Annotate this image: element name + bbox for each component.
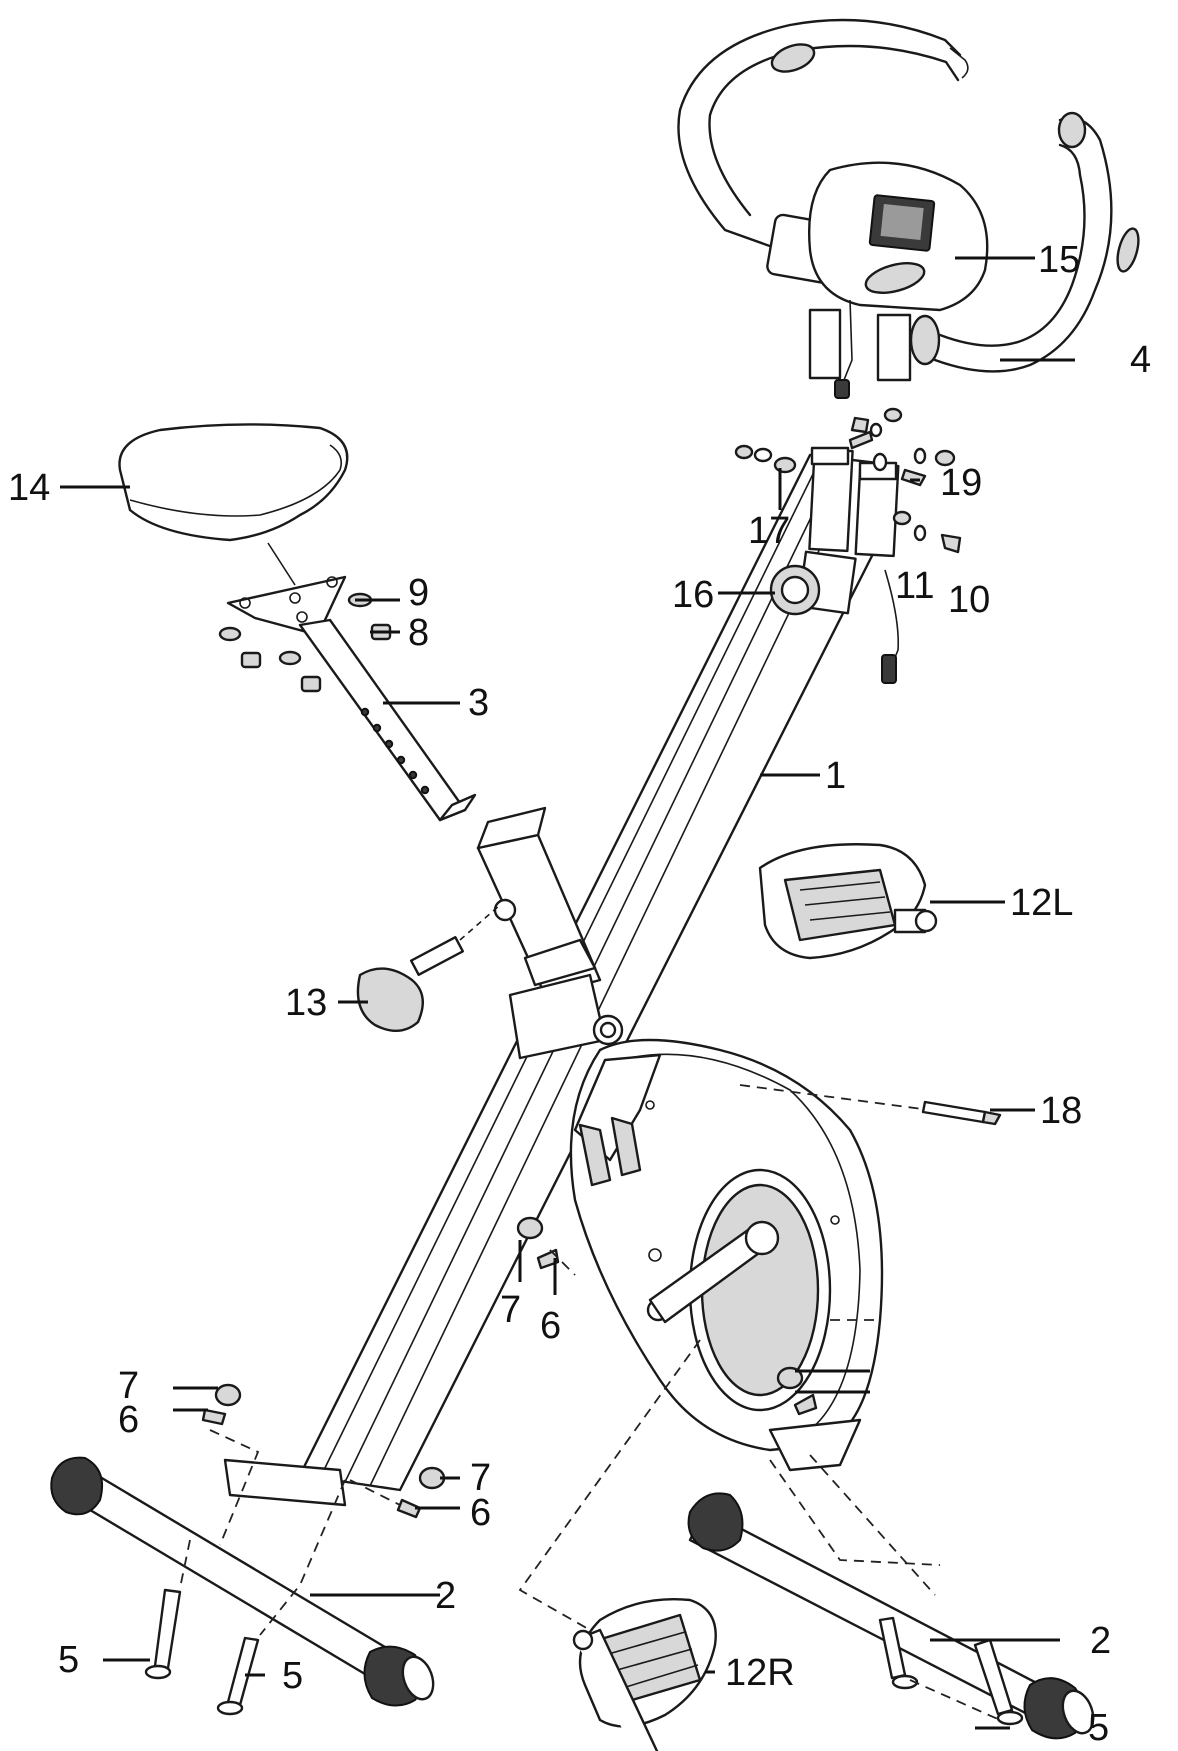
label-12R: 12R <box>725 1652 795 1694</box>
label-7-left: 7 <box>118 1365 139 1407</box>
label-14: 14 <box>8 467 50 509</box>
label-6-mid: 6 <box>540 1305 561 1347</box>
label-8: 8 <box>408 612 429 654</box>
flywheel-housing <box>569 1014 884 1472</box>
label-1: 1 <box>825 755 846 797</box>
label-6-center: 6 <box>470 1492 491 1534</box>
label-16: 16 <box>672 574 714 616</box>
label-9: 9 <box>408 572 429 614</box>
assembly-dashes <box>179 1084 1001 1721</box>
label-2-right: 2 <box>1090 1620 1111 1662</box>
label-11: 11 <box>895 565 934 607</box>
bolts-5 <box>144 1588 1024 1726</box>
console <box>808 161 989 399</box>
label-3: 3 <box>468 682 489 724</box>
clamp-knob-16 <box>769 550 857 616</box>
seat-post-sleeve <box>476 806 607 1060</box>
label-17: 17 <box>748 510 790 552</box>
pedal-left <box>758 843 938 960</box>
label-12L: 12L <box>1010 882 1073 924</box>
axle-pin-18 <box>921 1100 1002 1126</box>
part-labels: 14 15 4 19 17 16 11 10 9 8 3 1 12L 13 18… <box>8 239 1151 1749</box>
label-7-center: 7 <box>470 1457 491 1499</box>
label-6-left: 6 <box>118 1399 139 1441</box>
label-18: 18 <box>1040 1090 1082 1132</box>
stabilizer-left <box>50 1456 435 1707</box>
small-hardware <box>201 407 962 1519</box>
label-7-mid: 7 <box>500 1289 521 1331</box>
label-2-left: 2 <box>435 1575 456 1617</box>
leader-lines <box>60 256 1075 1730</box>
label-5-mid: 5 <box>282 1655 303 1697</box>
pedal-right <box>572 1598 717 1751</box>
label-5-right: 5 <box>1088 1707 1109 1749</box>
label-5-left: 5 <box>58 1639 79 1681</box>
label-19: 19 <box>940 462 982 504</box>
stabilizer-right <box>687 1492 1095 1740</box>
seat-post <box>226 575 477 822</box>
seat <box>118 423 349 586</box>
label-15: 15 <box>1038 239 1080 281</box>
seat-knob <box>356 904 501 1032</box>
label-13: 13 <box>285 982 327 1024</box>
label-4: 4 <box>1130 339 1151 381</box>
label-10: 10 <box>948 579 990 621</box>
